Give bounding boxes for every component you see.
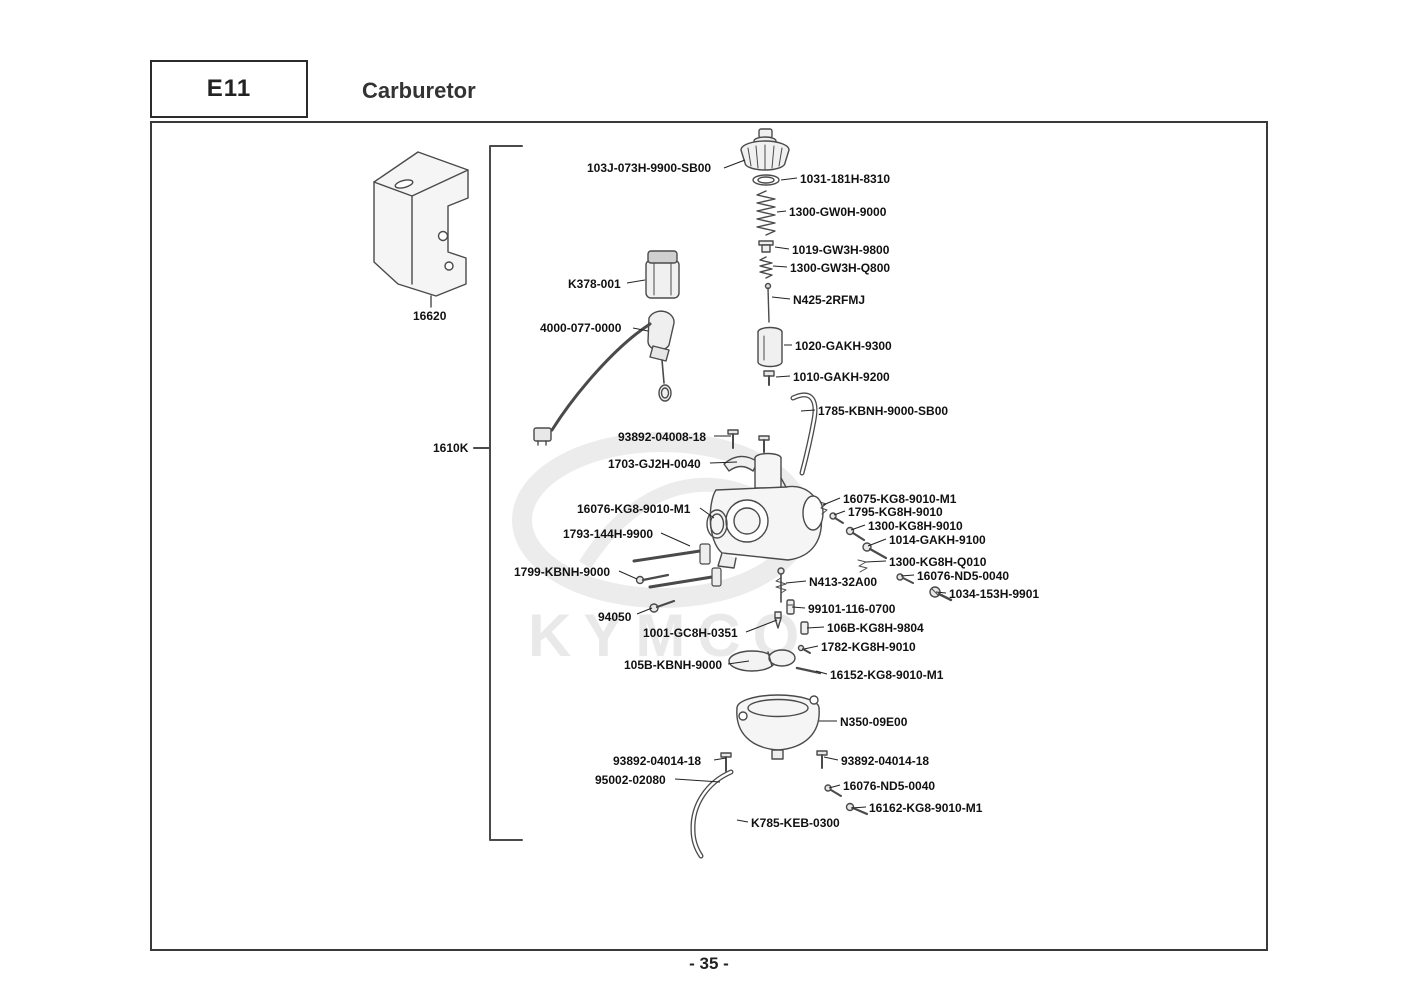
part-drawing-16620-bracket [373, 151, 469, 308]
part-label: 1703-GJ2H-0040 [608, 457, 701, 471]
part-drawing-breather-hose [790, 392, 818, 476]
part-label: 16620 [413, 309, 447, 323]
part-label: 93892-04008-18 [618, 430, 707, 444]
part-drawing-small-spring [759, 256, 773, 279]
part-drawing-right-screws [819, 501, 953, 602]
part-drawing-stop-screw [775, 567, 787, 603]
part-drawing-float-pin [795, 666, 822, 675]
part-drawing-main-spring [756, 190, 776, 236]
part-drawing-cap [740, 128, 790, 171]
part-drawing-cable-screw [763, 370, 775, 386]
part-label: 1782-KG8H-9010 [821, 640, 916, 654]
part-label: K378-001 [568, 277, 621, 291]
part-label: N350-09E00 [840, 715, 908, 729]
page-number: - 35 - [689, 954, 729, 973]
part-label: 1793-144H-9900 [563, 527, 654, 541]
part-label: 16076-ND5-0040 [917, 569, 1010, 583]
part-drawing-jet-holder [797, 644, 811, 654]
page-title: Carburetor [362, 78, 476, 103]
part-drawing-float-bowl [736, 694, 820, 760]
part-label: 99101-116-0700 [808, 602, 896, 616]
part-label: 1014-GAKH-9100 [889, 533, 986, 547]
part-label: 4000-077-0000 [540, 321, 622, 335]
leader-lines [618, 159, 947, 823]
part-label: 1795-KG8H-9010 [848, 505, 943, 519]
part-drawing-insulator-ring [706, 509, 728, 539]
part-drawing-auto-choke [533, 310, 675, 446]
part-drawing-studs [632, 543, 722, 589]
part-label: 16076-ND5-0040 [843, 779, 936, 793]
part-label: 1010-GAKH-9200 [793, 370, 890, 384]
part-label: 1001-GC8H-0351 [643, 626, 738, 640]
part-label: 1785-KBNH-9000-SB00 [818, 404, 949, 418]
part-label: 16162-KG8-9010-M1 [869, 801, 983, 815]
part-drawing-jet-needle [764, 282, 772, 323]
part-drawing-top-bolts [727, 429, 770, 453]
part-drawing-drain-hose [690, 769, 734, 859]
part-drawing-seal-ring [752, 174, 780, 186]
part-label: K785-KEB-0300 [751, 816, 840, 830]
part-label: 1019-GW3H-9800 [792, 243, 890, 257]
group-bracket-1610k [473, 145, 523, 841]
part-drawing-main-jet [800, 621, 809, 635]
part-label: 16076-KG8-9010-M1 [577, 502, 691, 516]
part-drawing-1799-screw [635, 573, 670, 585]
group-label-1610k: 1610K [433, 441, 469, 455]
part-label: 1031-181H-8310 [800, 172, 891, 186]
part-label: 1020-GAKH-9300 [795, 339, 892, 353]
part-label: 1300-KG8H-9010 [868, 519, 963, 533]
part-label: 106B-KG8H-9804 [827, 621, 924, 635]
part-drawing-bowl-screws [720, 750, 869, 816]
part-label: N425-2RFMJ [793, 293, 866, 307]
part-label: 16152-KG8-9010-M1 [830, 668, 944, 682]
part-label: 1300-GW0H-9000 [789, 205, 887, 219]
part-label: 105B-KBNH-9000 [624, 658, 723, 672]
part-drawing-carb-body [709, 452, 824, 569]
part-label: 103J-073H-9900-SB00 [587, 161, 712, 175]
section-code-box: E11 [150, 60, 308, 118]
part-label: N413-32A00 [809, 575, 878, 589]
section-code: E11 [206, 75, 252, 102]
diagram-border-box [150, 121, 1268, 951]
part-label: 93892-04014-18 [841, 754, 930, 768]
part-drawing-94050-screw [649, 599, 676, 613]
part-label: 1300-KG8H-Q010 [889, 555, 987, 569]
part-label: 93892-04014-18 [613, 754, 702, 768]
part-drawing-float [728, 649, 796, 672]
part-drawing-k378-sensor [645, 250, 680, 299]
part-label: 16075-KG8-9010-M1 [843, 492, 957, 506]
part-label: 1300-GW3H-Q800 [790, 261, 891, 275]
part-label: 1034-153H-9901 [949, 587, 1040, 601]
part-drawing-cable-bracket [723, 455, 759, 472]
part-drawing-throttle-slide [757, 326, 783, 368]
part-label: 95002-02080 [595, 773, 666, 787]
part-label: 94050 [598, 610, 632, 624]
part-label: 1799-KBNH-9000 [514, 565, 611, 579]
part-drawing-spring-seat [758, 240, 774, 253]
